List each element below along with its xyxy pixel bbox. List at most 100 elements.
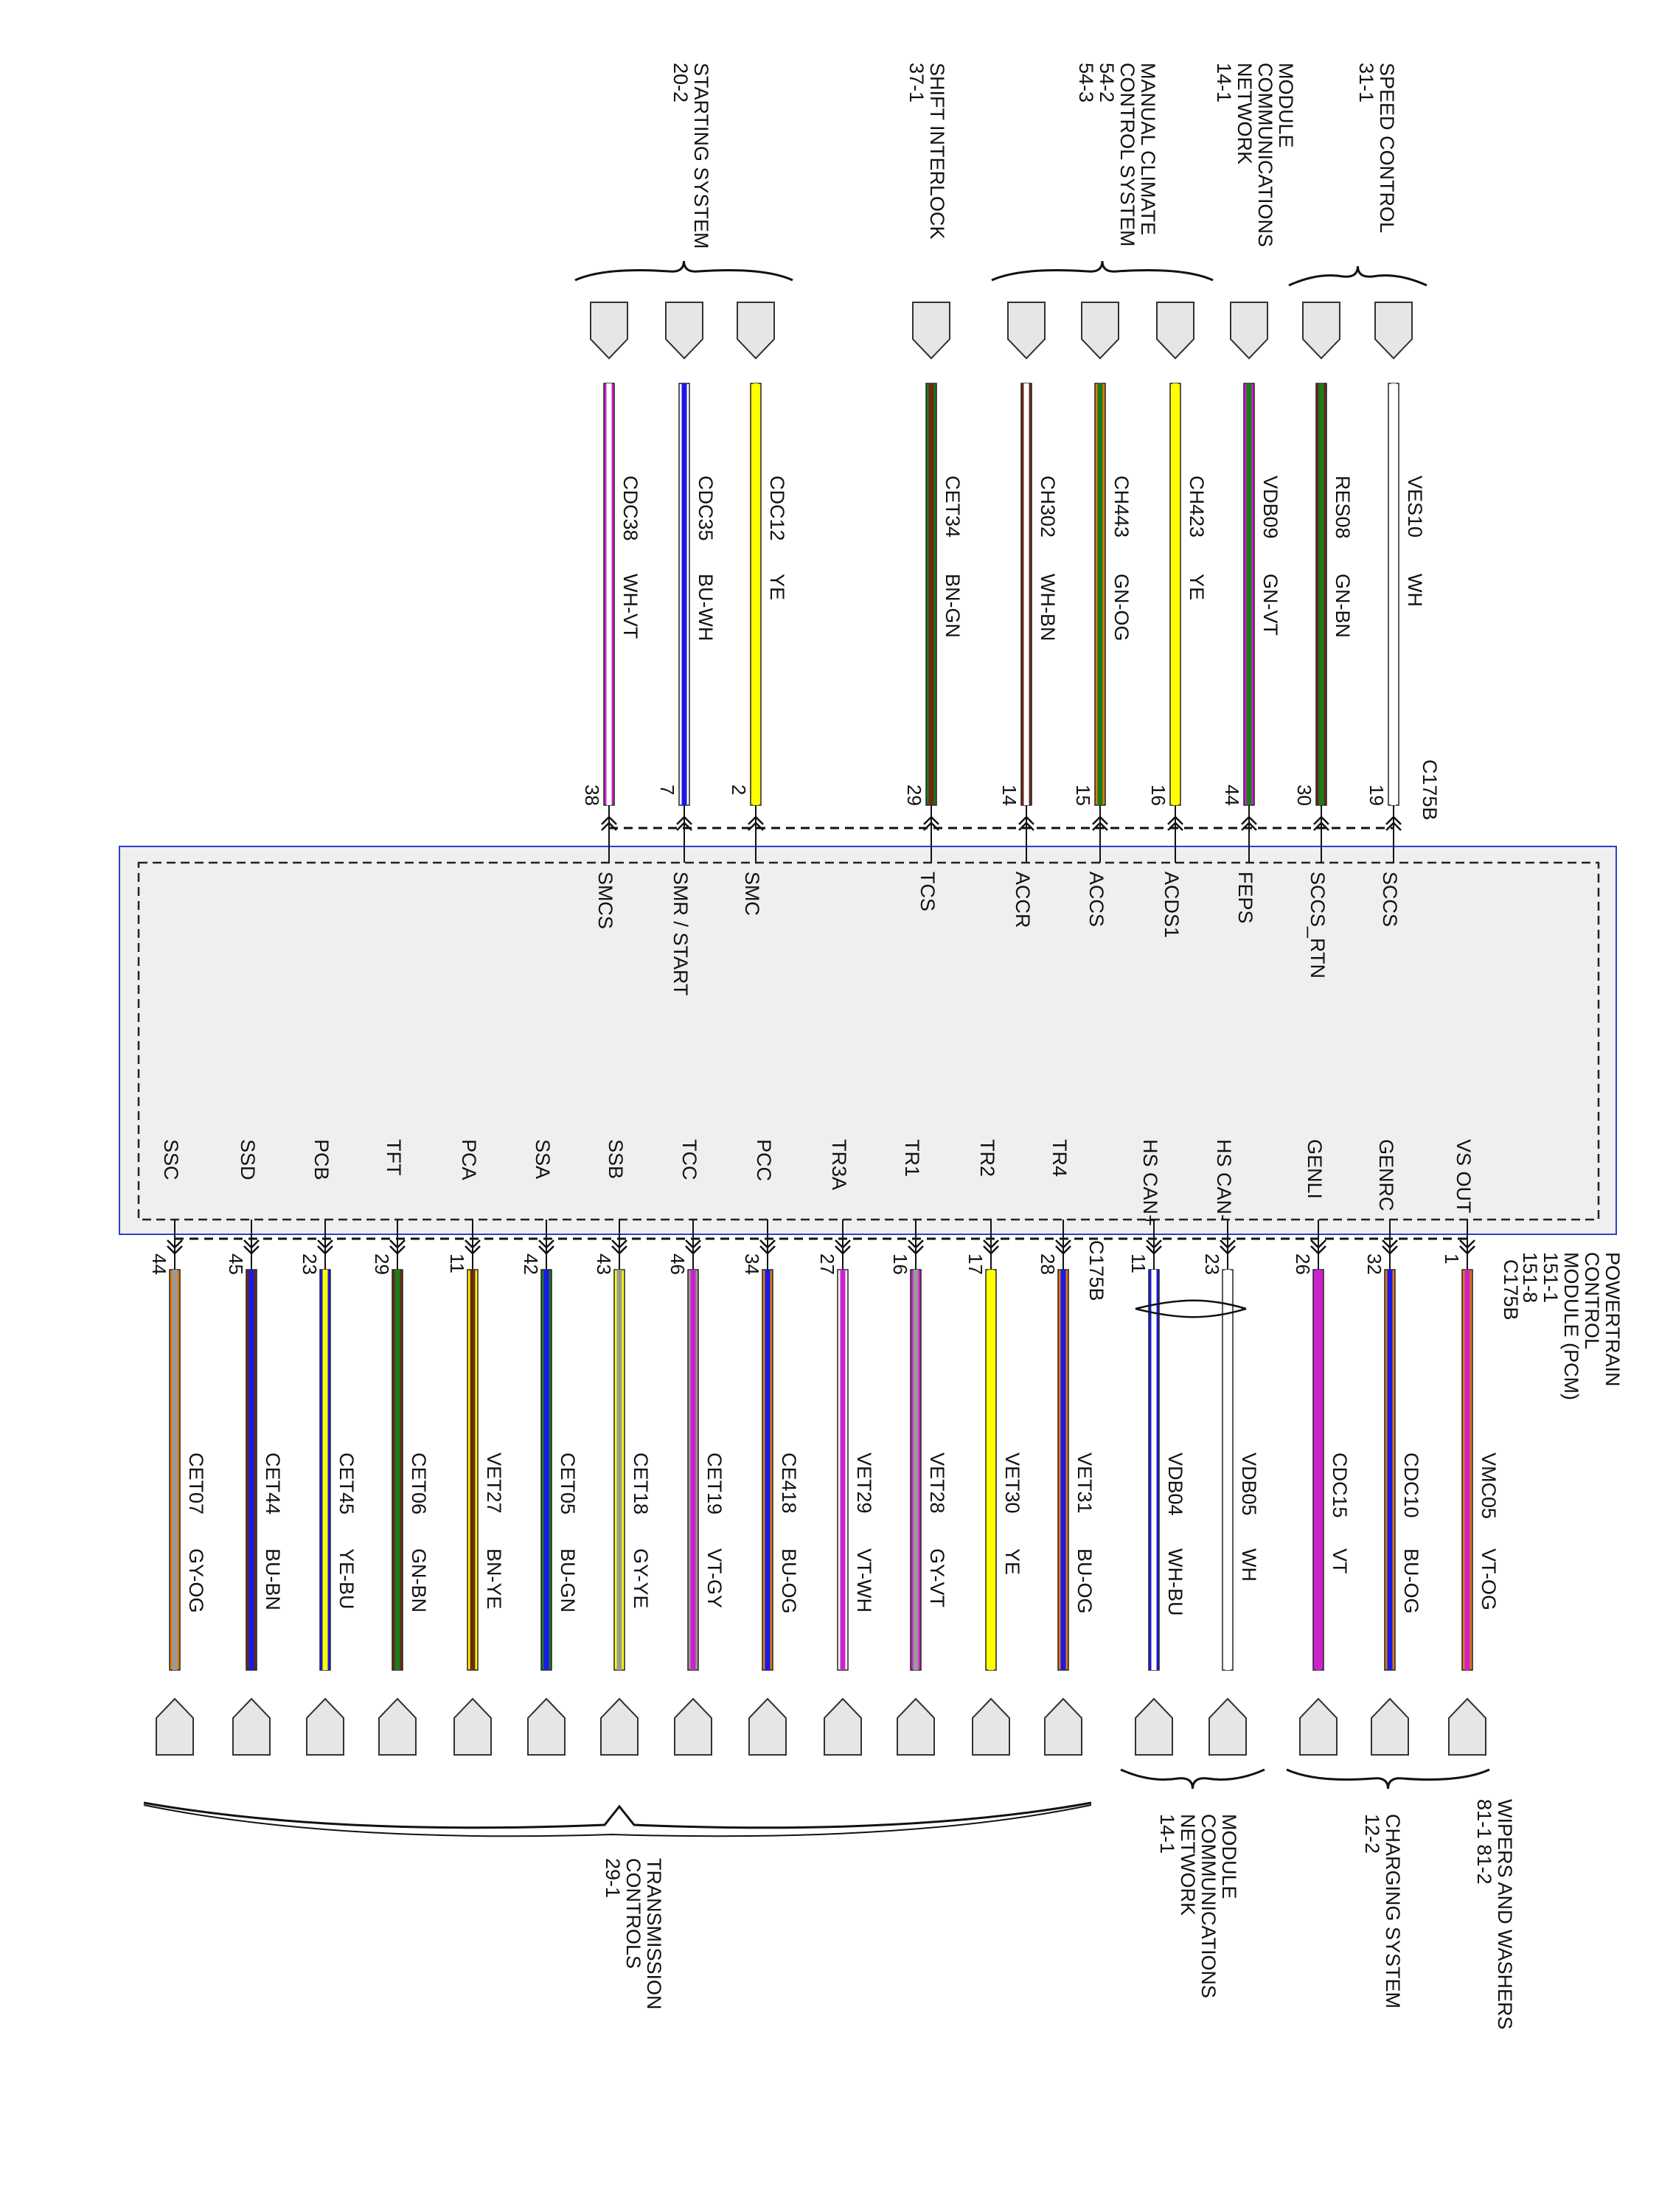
- signal-label: HS CAN+: [1139, 1139, 1161, 1226]
- signal-label: SCCS_RTN: [1307, 872, 1329, 978]
- pin-number: 19: [1366, 785, 1388, 806]
- bottom-connector-10: [897, 1697, 935, 1756]
- circuit-label: VMC05: [1478, 1453, 1500, 1519]
- circuit-label: CE418: [778, 1453, 800, 1514]
- group-label-trans: 29-1: [602, 1858, 624, 1898]
- circuit-label: VET30: [1001, 1453, 1023, 1514]
- top-terminal-4: [1018, 815, 1034, 831]
- bottom-wire-10-core: [913, 1270, 919, 1670]
- color-code-label: BU-GN: [557, 1548, 579, 1613]
- signal-label: SSB: [605, 1139, 627, 1179]
- group-label-trans: TRANSMISSION: [643, 1858, 665, 2010]
- circuit-label: CDC10: [1400, 1453, 1422, 1518]
- pin-number: 11: [1127, 1253, 1150, 1273]
- bottom-terminal-3: [389, 1239, 406, 1255]
- top-wire-0-core: [606, 383, 612, 805]
- bottom-connector-11: [972, 1697, 1010, 1756]
- color-code-label: WH: [1238, 1548, 1260, 1582]
- module-title-line: 151-1: [1540, 1252, 1562, 1303]
- color-code-label: YE-BU: [335, 1548, 358, 1610]
- bottom-terminal-2: [317, 1239, 333, 1255]
- bottom-terminal-11: [983, 1239, 999, 1255]
- module-title-line: POWERTRAIN: [1601, 1252, 1624, 1387]
- bottom-wire-4-core: [470, 1270, 476, 1670]
- color-code-label: VT: [1329, 1548, 1351, 1574]
- signal-label: SMR / START: [669, 872, 692, 996]
- circuit-label: RES08: [1332, 476, 1354, 539]
- circuit-label: VES10: [1404, 476, 1426, 538]
- connector-label-bottom-2: C175B: [1085, 1240, 1107, 1301]
- signal-label: SSD: [237, 1139, 259, 1180]
- pin-number: 44: [148, 1253, 170, 1275]
- brace-transmission: [143, 1801, 1092, 1829]
- circuit-label: VDB05: [1238, 1453, 1260, 1516]
- group-label-mcn_bot: 14-1: [1156, 1814, 1178, 1854]
- circuit-label: CDC12: [766, 476, 788, 541]
- color-code-label: GN-OG: [1110, 574, 1133, 641]
- top-terminal-2: [748, 815, 764, 831]
- color-code-label: WH-BU: [1164, 1548, 1186, 1615]
- group-label-charging: CHARGING SYSTEM: [1382, 1814, 1404, 2008]
- circuit-label: VET31: [1074, 1453, 1096, 1514]
- group-label-climate: MANUAL CLIMATE: [1137, 63, 1159, 235]
- bottom-terminal-6: [611, 1239, 627, 1255]
- pin-number: 16: [889, 1253, 911, 1275]
- bottom-terminal-12: [1055, 1239, 1071, 1255]
- top-terminal-5: [1092, 815, 1108, 831]
- top-wire-2-core: [753, 383, 759, 805]
- group-label-starting: STARTING SYSTEM: [690, 63, 712, 249]
- signal-label: TFT: [383, 1139, 405, 1175]
- bottom-terminal-4: [465, 1239, 481, 1255]
- top-connector-8: [1302, 302, 1340, 360]
- bottom-wire-8-core: [765, 1270, 771, 1670]
- signal-label: ACDS1: [1161, 872, 1183, 938]
- color-code-label: YE: [1001, 1548, 1023, 1575]
- pin-number: 15: [1072, 785, 1094, 806]
- bottom-connector-5: [527, 1697, 566, 1756]
- pin-number: 42: [520, 1253, 542, 1275]
- pin-number: 46: [667, 1253, 689, 1275]
- top-connector-7: [1230, 302, 1268, 360]
- top-terminal-7: [1241, 815, 1257, 831]
- group-label-mcn_top: NETWORK: [1234, 63, 1256, 164]
- bottom-terminal-15: [1310, 1239, 1326, 1255]
- pin-number: 2: [728, 785, 750, 795]
- signal-label: PCA: [458, 1139, 480, 1180]
- connector-label-bottom: C175B: [1500, 1259, 1522, 1321]
- bottom-connector-17: [1448, 1697, 1486, 1756]
- bottom-wire-14-core: [1225, 1270, 1231, 1670]
- bottom-wire-13-core: [1151, 1270, 1157, 1670]
- color-code-label: GY-OG: [185, 1548, 207, 1613]
- color-code-label: YE: [1186, 574, 1208, 600]
- circuit-label: CH302: [1037, 476, 1059, 538]
- circuit-label: CET06: [408, 1453, 430, 1514]
- group-label-mcn_top: MODULE: [1275, 63, 1297, 148]
- bottom-wire-5-core: [543, 1270, 549, 1670]
- group-label-climate: 54-2: [1096, 63, 1118, 102]
- color-code-label: VT-WH: [853, 1548, 875, 1613]
- bottom-connector-6: [600, 1697, 639, 1756]
- signal-label: FEPS: [1234, 872, 1256, 924]
- color-code-label: YE: [766, 574, 788, 600]
- pin-number: 11: [446, 1253, 468, 1273]
- circuit-label: CET05: [557, 1453, 579, 1514]
- top-wire-4-core: [1023, 383, 1029, 805]
- signal-label: SSC: [160, 1139, 182, 1180]
- bottom-connector-16: [1371, 1697, 1409, 1756]
- top-connector-5: [1081, 302, 1119, 360]
- color-code-label: GN-BN: [408, 1548, 430, 1613]
- pin-number: 23: [299, 1253, 321, 1275]
- pin-number: 32: [1363, 1253, 1385, 1275]
- group-label-mcn_bot: COMMUNICATIONS: [1197, 1814, 1220, 1998]
- bottom-connector-2: [306, 1697, 344, 1756]
- signal-label: SMCS: [594, 872, 616, 929]
- group-label-wipers: WIPERS AND WASHERS: [1494, 1799, 1516, 2030]
- pin-number: 29: [371, 1253, 393, 1275]
- group-label-speed: 31-1: [1355, 63, 1377, 102]
- signal-label: ACCS: [1085, 872, 1107, 927]
- circuit-label: CET07: [185, 1453, 207, 1514]
- signal-label: SCCS: [1379, 872, 1401, 927]
- pin-number: 44: [1221, 785, 1243, 806]
- group-label-mcn_bot: MODULE: [1218, 1814, 1240, 1899]
